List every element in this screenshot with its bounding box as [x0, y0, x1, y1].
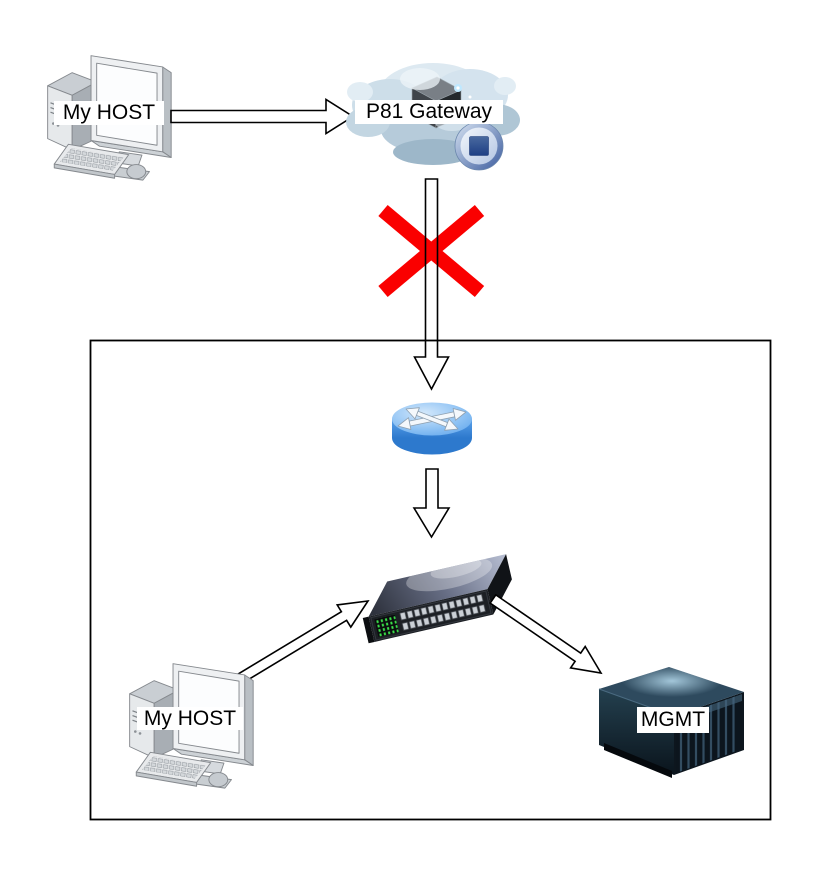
- arrow-host-to-gateway: [170, 98, 355, 135]
- arrow-host-to-switch: [234, 599, 370, 686]
- host-inner-label: My HOST: [137, 707, 243, 730]
- arrow-gateway-to-router: [413, 178, 450, 391]
- blocked-x-icon: [378, 204, 485, 298]
- switch-ports: [398, 592, 487, 633]
- switch-icon: [362, 554, 512, 644]
- router-icon: [392, 402, 472, 455]
- gateway-stop-badge-icon: [454, 121, 504, 171]
- arrow-router-to-switch: [412, 468, 451, 539]
- arrow-switch-to-mgmt: [489, 593, 603, 675]
- host-top-label: My HOST: [54, 101, 164, 125]
- router-arrows-icon: [397, 407, 467, 431]
- network-boundary-box: [89, 339, 772, 821]
- mgmt-server-label: MGMT: [637, 707, 709, 733]
- gateway-label: P81 Gateway: [355, 100, 503, 124]
